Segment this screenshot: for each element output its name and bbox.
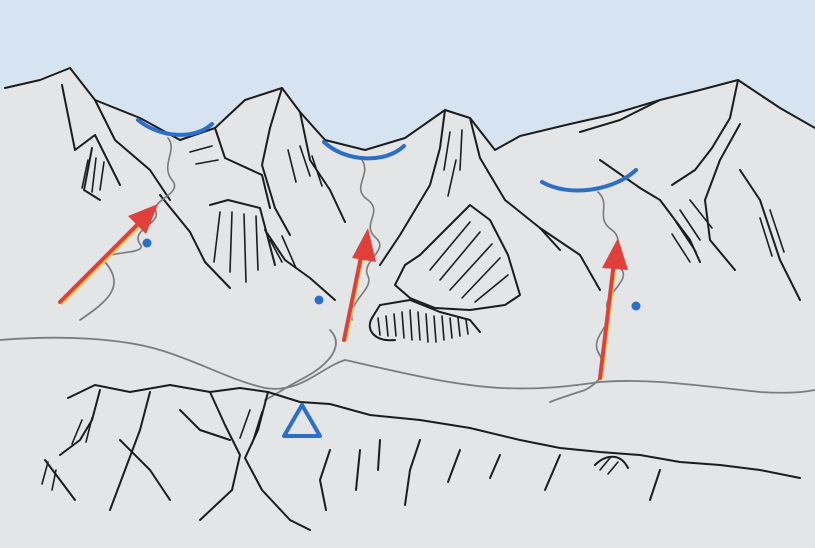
dot-marker bbox=[143, 239, 152, 248]
dot-marker bbox=[632, 302, 641, 311]
dot-marker bbox=[315, 296, 324, 305]
